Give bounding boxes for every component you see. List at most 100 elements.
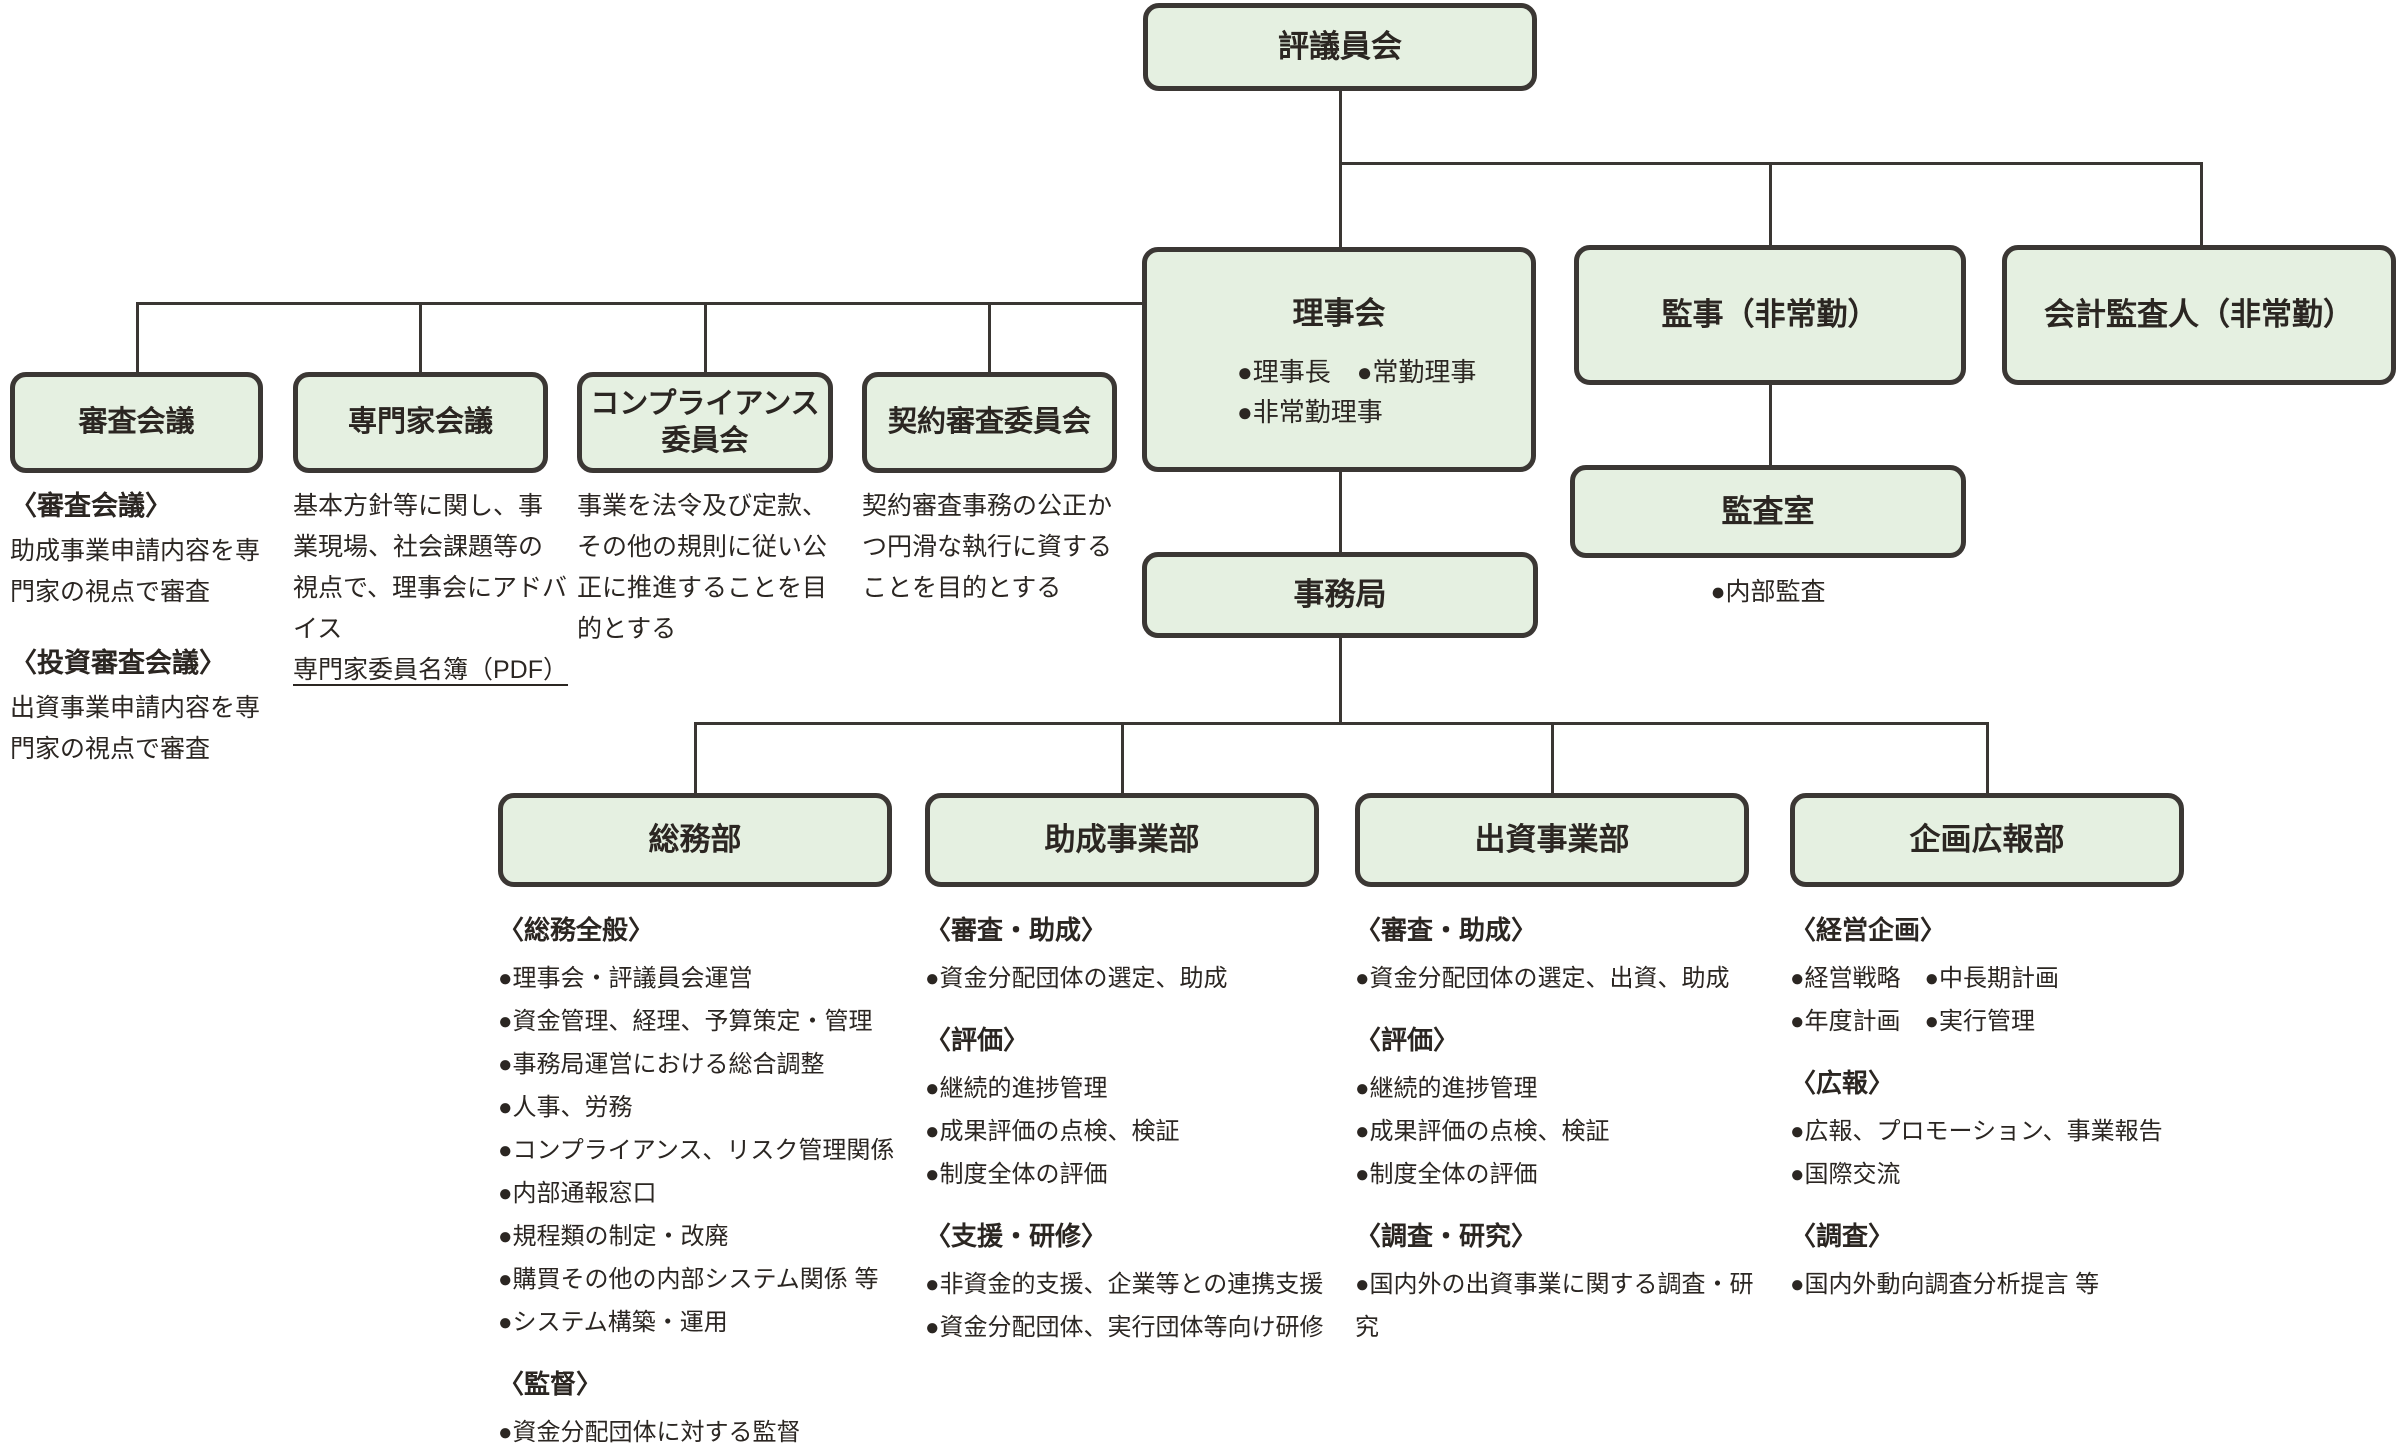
dept-description: 〈審査・助成〉 ●資金分配団体の選定、出資、助成 〈評価〉 ●継続的進捗管理 ●…: [1355, 908, 1807, 1349]
board-members: ●理事長 ●常勤理事 ●非常勤理事: [1237, 357, 1477, 427]
committee-description: 〈審査会議〉 助成事業申請内容を専 門家の視点で審査 〈投資審査会議〉 出資事業…: [10, 486, 300, 770]
node-shinsa-kaigi: 審査会議: [10, 372, 263, 473]
node-title: 監査室: [1721, 493, 1815, 529]
node-somu-dept: 総務部: [498, 793, 892, 887]
connector-dept-drop-1: [694, 722, 697, 793]
committee-description: 基本方針等に関し、事 業現場、社会課題等の 視点で、理事会にアドバ イス 専門家…: [293, 486, 583, 691]
section-heading: 〈投資審査会議〉: [10, 648, 226, 678]
node-title: 専門家会議: [347, 406, 493, 438]
connector-committee-drop-4: [988, 302, 991, 372]
section-heading: 〈評価〉: [1355, 1025, 1460, 1055]
dept-item: ●資金分配団体の選定、出資、助成: [1355, 965, 1730, 992]
section-heading: 〈監督〉: [498, 1369, 603, 1399]
section-body: 助成事業申請内容を専 門家の視点で審査: [10, 537, 261, 606]
connector-dept-drop-2: [1121, 722, 1124, 793]
connector-dept-drop-3: [1551, 722, 1554, 793]
dept-item: ●成果評価の点検、検証: [925, 1118, 1180, 1145]
dept-item: ●理事会・評議員会運営: [498, 965, 753, 992]
dept-item: ●資金分配団体の選定、助成: [925, 965, 1228, 992]
dept-item: ●国内外動向調査分析提言 等: [1790, 1271, 2100, 1298]
section-heading: 〈評価〉: [925, 1025, 1030, 1055]
dept-item: ●コンプライアンス、リスク管理関係: [498, 1137, 895, 1164]
dept-item: ●年度計画 ●実行管理: [1790, 1008, 2035, 1035]
node-audit-office: 監査室: [1570, 465, 1966, 558]
dept-somu: 総務部 〈総務全般〉 ●理事会・評議員会運営 ●資金管理、経理、予算策定・管理 …: [498, 793, 950, 1454]
node-title: 出資事業部: [1474, 822, 1630, 857]
node-title: 会計監査人（非常勤）: [2044, 297, 2354, 332]
dept-item: ●広報、プロモーション、事業報告: [1790, 1118, 2163, 1145]
dept-section: 〈監督〉 ●資金分配団体に対する監督: [498, 1362, 950, 1454]
dept-item: ●システム構築・運用: [498, 1309, 728, 1336]
node-title: 助成事業部: [1044, 822, 1200, 857]
node-title: 評議員会: [1278, 29, 1402, 64]
dept-description: 〈総務全般〉 ●理事会・評議員会運営 ●資金管理、経理、予算策定・管理 ●事務局…: [498, 908, 950, 1454]
connector-auditor-auditoffice: [1769, 385, 1772, 465]
node-board: 理事会 ●理事長 ●常勤理事 ●非常勤理事: [1142, 247, 1536, 472]
dept-item: ●制度全体の評価: [1355, 1161, 1538, 1188]
dept-josei: 助成事業部 〈審査・助成〉 ●資金分配団体の選定、助成 〈評価〉 ●継続的進捗管…: [925, 793, 1377, 1349]
audit-office-bullet: ●内部監査: [1710, 578, 1826, 606]
node-auditor: 監事（非常勤）: [1574, 245, 1966, 385]
dept-description: 〈経営企画〉 ●経営戦略 ●中長期計画 ●年度計画 ●実行管理 〈広報〉 ●広報…: [1790, 908, 2242, 1306]
dept-section: 〈調査・研究〉 ●国内外の出資事業に関する調査・研 究: [1355, 1214, 1807, 1349]
connector-committee-drop-1: [136, 302, 139, 372]
section-heading: 〈調査〉: [1790, 1221, 1895, 1251]
node-title: コンプライアンス 委員会: [590, 387, 820, 457]
dept-section: 〈審査・助成〉 ●資金分配団体の選定、出資、助成: [1355, 908, 1807, 1000]
dept-item: ●人事、労務: [498, 1094, 633, 1121]
connector-council-board: [1339, 90, 1342, 248]
dept-section: 〈調査〉 ●国内外動向調査分析提言 等: [1790, 1214, 2242, 1306]
dept-item: ●国際交流: [1790, 1161, 1901, 1188]
committee-compliance: コンプライアンス 委員会 事業を法令及び定款、 その他の規則に従い公 正に推進す…: [577, 372, 867, 650]
connector-accounting-drop: [2200, 162, 2203, 246]
section-heading: 〈支援・研修〉: [925, 1221, 1108, 1251]
node-shusshi-dept: 出資事業部: [1355, 793, 1749, 887]
pdf-link[interactable]: 専門家委員名簿（PDF）: [293, 656, 569, 684]
dept-item: ●成果評価の点検、検証: [1355, 1118, 1610, 1145]
dept-shusshi: 出資事業部 〈審査・助成〉 ●資金分配団体の選定、出資、助成 〈評価〉 ●継続的…: [1355, 793, 1807, 1349]
dept-item: ●購買その他の内部システム関係 等: [498, 1266, 879, 1293]
node-title: 総務部: [648, 822, 742, 857]
committee-description: 契約審査事務の公正か つ円滑な執行に資する ことを目的とする: [862, 486, 1152, 609]
connector-secretariat-drop: [1339, 638, 1342, 722]
committee-senmonka-kaigi: 専門家会議 基本方針等に関し、事 業現場、社会課題等の 視点で、理事会にアドバ …: [293, 372, 583, 691]
dept-kikaku: 企画広報部 〈経営企画〉 ●経営戦略 ●中長期計画 ●年度計画 ●実行管理 〈広…: [1790, 793, 2242, 1306]
connector-committee-horizontal: [136, 302, 1144, 305]
dept-item: ●経営戦略 ●中長期計画: [1790, 965, 2059, 992]
dept-item: ●継続的進捗管理: [925, 1075, 1108, 1102]
section-heading: 〈総務全般〉: [498, 915, 655, 945]
node-secretariat: 事務局: [1142, 552, 1538, 638]
dept-item: ●事務局運営における総合調整: [498, 1051, 825, 1078]
dept-item: ●規程類の制定・改廃: [498, 1223, 729, 1250]
dept-section: 〈評価〉 ●継続的進捗管理 ●成果評価の点検、検証 ●制度全体の評価: [1355, 1018, 1807, 1196]
connector-dept-drop-4: [1986, 722, 1989, 793]
section-body: 契約審査事務の公正か つ円滑な執行に資する ことを目的とする: [862, 492, 1113, 602]
node-title: 監事（非常勤）: [1661, 297, 1879, 332]
connector-dept-horizontal: [694, 722, 1989, 725]
section-heading: 〈広報〉: [1790, 1068, 1895, 1098]
connector-committee-drop-3: [704, 302, 707, 372]
dept-item: ●継続的進捗管理: [1355, 1075, 1538, 1102]
section-body: 基本方針等に関し、事 業現場、社会課題等の 視点で、理事会にアドバ イス: [293, 492, 568, 643]
dept-section: 〈総務全般〉 ●理事会・評議員会運営 ●資金管理、経理、予算策定・管理 ●事務局…: [498, 908, 950, 1344]
node-title: 企画広報部: [1909, 822, 2065, 857]
committee-keiyaku-shinsa: 契約審査委員会 契約審査事務の公正か つ円滑な執行に資する ことを目的とする: [862, 372, 1152, 609]
section-body: 出資事業申請内容を専 門家の視点で審査: [10, 694, 261, 763]
dept-section: 〈広報〉 ●広報、プロモーション、事業報告 ●国際交流: [1790, 1061, 2242, 1196]
dept-item: ●内部通報窓口: [498, 1180, 657, 1207]
dept-item: ●資金分配団体、実行団体等向け研修: [925, 1314, 1324, 1341]
dept-item: ●資金分配団体に対する監督: [498, 1419, 801, 1446]
node-council: 評議員会: [1143, 3, 1537, 91]
connector-committee-drop-2: [419, 302, 422, 372]
node-josei-dept: 助成事業部: [925, 793, 1319, 887]
node-title: 事務局: [1293, 577, 1387, 612]
section-body: 事業を法令及び定款、 その他の規則に従い公 正に推進することを目 的とする: [577, 492, 828, 643]
section-heading: 〈審査・助成〉: [1355, 915, 1538, 945]
node-keiyaku-shinsa-committee: 契約審査委員会: [862, 372, 1117, 473]
dept-section: 〈審査・助成〉 ●資金分配団体の選定、助成: [925, 908, 1377, 1000]
section-heading: 〈経営企画〉: [1790, 915, 1947, 945]
node-compliance-committee: コンプライアンス 委員会: [577, 372, 833, 473]
node-senmonka-kaigi: 専門家会議: [293, 372, 548, 473]
dept-item: ●非資金的支援、企業等との連携支援: [925, 1271, 1324, 1298]
